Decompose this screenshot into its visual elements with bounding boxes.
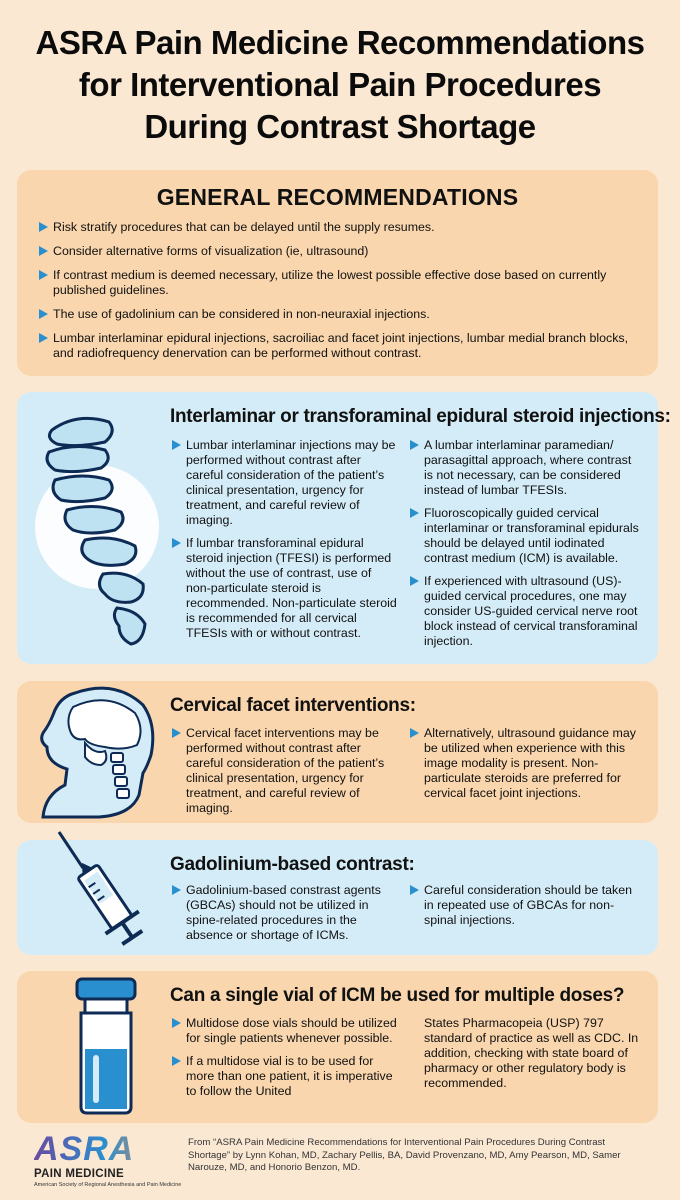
title-line-2: for Interventional Pain Procedures: [78, 66, 602, 103]
list-item: Fluoroscopically guided cervical interla…: [410, 506, 640, 566]
bullet-arrow-icon: [172, 1018, 181, 1028]
epidural-left-list: Lumbar interlaminar injections may be pe…: [172, 438, 397, 649]
bullet-arrow-icon: [410, 440, 419, 450]
citation-text: From “ASRA Pain Medicine Recommendations…: [188, 1137, 621, 1173]
bullet-arrow-icon: [39, 270, 48, 280]
asra-logo-subtitle: PAIN MEDICINE: [34, 1168, 124, 1180]
list-item: Careful consideration should be taken in…: [410, 883, 640, 928]
title-line-3: During Contrast Shortage: [144, 108, 536, 145]
list-item: A lumbar interlaminar paramedian/ parasa…: [410, 438, 640, 498]
asra-logo-text: ASRA: [34, 1132, 174, 1166]
vial-left-list: Multidose dose vials should be utilized …: [172, 1016, 397, 1107]
spine-icon: [35, 416, 159, 646]
gadolinium-left-list: Gadolinium-based constrast agents (GBCAs…: [172, 883, 397, 951]
page-title: ASRA Pain Medicine Recommendations for I…: [0, 22, 680, 148]
list-item: Gadolinium-based constrast agents (GBCAs…: [172, 883, 397, 943]
gadolinium-panel: Gadolinium-based contrast: Gadolinium-ba…: [17, 831, 658, 955]
general-list: Risk stratify procedures that can be del…: [39, 220, 639, 370]
vial-panel: Can a single vial of ICM be used for mul…: [17, 971, 658, 1123]
vial-heading: Can a single vial of ICM be used for mul…: [170, 985, 625, 1006]
head-skeleton-icon: [40, 686, 155, 819]
bullet-arrow-icon: [410, 576, 419, 586]
bullet-arrow-icon: [39, 222, 48, 232]
epidural-right-list: A lumbar interlaminar paramedian/ parasa…: [410, 438, 640, 657]
general-item: Risk stratify procedures that can be del…: [39, 220, 639, 235]
general-item: The use of gadolinium can be considered …: [39, 307, 639, 322]
epidural-panel: Interlaminar or transforaminal epidural …: [17, 392, 671, 664]
bullet-arrow-icon: [172, 440, 181, 450]
general-heading: GENERAL RECOMMENDATIONS: [156, 184, 519, 210]
facet-right-list: Alternatively, ultrasound guidance may b…: [410, 726, 640, 809]
vial-right-text-block: States Pharmacopeia (USP) 797 standard o…: [424, 1016, 644, 1091]
vial-icon: [75, 977, 137, 1115]
bullet-arrow-icon: [410, 885, 419, 895]
bullet-arrow-icon: [410, 728, 419, 738]
list-item: Alternatively, ultrasound guidance may b…: [410, 726, 640, 801]
bullet-arrow-icon: [39, 246, 48, 256]
bullet-arrow-icon: [172, 538, 181, 548]
list-item: Multidose dose vials should be utilized …: [172, 1016, 397, 1046]
gadolinium-right-list: Careful consideration should be taken in…: [410, 883, 640, 936]
society-name: American Society of Regional Anesthesia …: [34, 1182, 182, 1188]
general-item: If contrast medium is deemed necessary, …: [39, 268, 639, 298]
general-item: Consider alternative forms of visualizat…: [39, 244, 639, 259]
general-recommendations-panel: GENERAL RECOMMENDATIONS Risk stratify pr…: [17, 170, 658, 376]
facet-left-list: Cervical facet interventions may be perf…: [172, 726, 397, 824]
vial-right-text: States Pharmacopeia (USP) 797 standard o…: [424, 1016, 639, 1090]
list-item: If a multidose vial is to be used for mo…: [172, 1054, 397, 1099]
general-item: Lumbar interlaminar epidural injections,…: [39, 331, 639, 361]
asra-logo: ASRA PAIN MEDICINE American Society of R…: [34, 1132, 182, 1188]
list-item: If experienced with ultrasound (US)-guid…: [410, 574, 640, 649]
list-item: Lumbar interlaminar injections may be pe…: [172, 438, 397, 528]
title-line-1: ASRA Pain Medicine Recommendations: [35, 24, 645, 61]
bullet-arrow-icon: [172, 728, 181, 738]
bullet-arrow-icon: [172, 1056, 181, 1066]
facet-heading: Cervical facet interventions:: [170, 695, 416, 716]
bullet-arrow-icon: [39, 333, 48, 343]
facet-panel: Cervical facet interventions: Cervical f…: [17, 681, 658, 823]
list-item: If lumbar transforaminal epidural steroi…: [172, 536, 397, 641]
list-item: Cervical facet interventions may be perf…: [172, 726, 397, 816]
syringe-icon: [57, 831, 144, 946]
gadolinium-heading: Gadolinium-based contrast:: [170, 854, 415, 875]
epidural-heading: Interlaminar or transforaminal epidural …: [170, 406, 671, 427]
bullet-arrow-icon: [39, 309, 48, 319]
bullet-arrow-icon: [410, 508, 419, 518]
bullet-arrow-icon: [172, 885, 181, 895]
